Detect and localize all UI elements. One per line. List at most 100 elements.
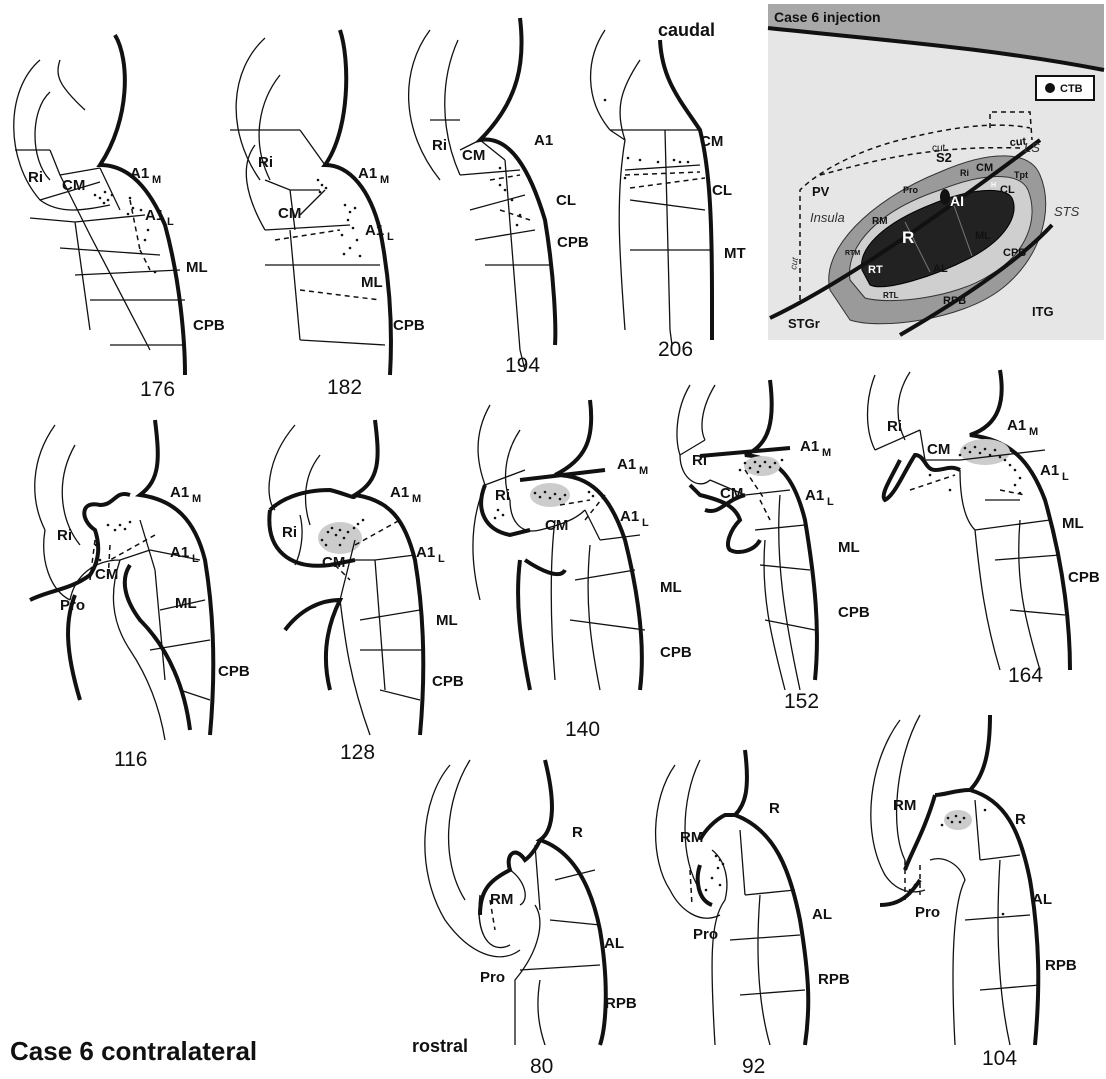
section-152: Ri CM A1 M A1 L ML CPB 152: [677, 380, 870, 713]
inset-cl: CL: [1000, 184, 1015, 196]
s182-cm: CM: [278, 205, 301, 222]
inset-insula: Insula: [810, 210, 845, 225]
s80-number: 80: [530, 1055, 553, 1078]
s140-a1m-sub: M: [639, 465, 648, 477]
s164-ri: Ri: [887, 418, 902, 435]
s128-cm: CM: [322, 554, 345, 571]
s116-cm: CM: [95, 566, 118, 583]
s140-a1l-sub: L: [642, 517, 649, 529]
s194-cl: CL: [556, 192, 576, 209]
s128-number: 128: [340, 741, 375, 764]
s80-rpb: RPB: [605, 995, 637, 1012]
s128-a1m: A1: [390, 484, 409, 501]
inset-rtl: RTL: [883, 291, 899, 300]
s164-a1l: A1: [1040, 462, 1059, 479]
s176-ri: Ri: [28, 169, 43, 186]
s140-cm: CM: [545, 517, 568, 534]
s140-number: 140: [565, 718, 600, 741]
inset-cm: CM: [976, 162, 993, 174]
s182-ml: ML: [361, 274, 383, 291]
s176-a1m: A1: [130, 165, 149, 182]
section-116: Ri CM Pro A1 M A1 L ML CPB 116: [30, 420, 250, 771]
inset-ls: LS: [1024, 140, 1040, 155]
s164-a1m: A1: [1007, 417, 1026, 434]
ctb-marker-icon: [1045, 83, 1055, 93]
s140-ri: Ri: [495, 487, 510, 504]
s176-a1l-sub: L: [167, 216, 174, 228]
s176-a1l: A1: [145, 207, 164, 224]
inset-pv: PV: [812, 184, 830, 199]
inset-rpb: RPB: [943, 295, 966, 307]
inset-ai: AI: [950, 193, 964, 209]
s182-cpb: CPB: [393, 317, 425, 334]
s140-a1m: A1: [617, 456, 636, 473]
s152-a1l: A1: [805, 487, 824, 504]
s92-number: 92: [742, 1055, 765, 1078]
s92-r: R: [769, 800, 780, 817]
s104-pro: Pro: [915, 904, 940, 921]
s182-a1m-sub: M: [380, 174, 389, 186]
inset-sts: STS: [1054, 204, 1080, 219]
s116-pro: Pro: [60, 597, 85, 614]
inset-rt: RT: [868, 264, 883, 276]
s104-rm: RM: [893, 797, 916, 814]
s116-a1l-sub: L: [192, 553, 199, 565]
s116-a1m-sub: M: [192, 493, 201, 505]
s92-pro: Pro: [693, 926, 718, 943]
section-140: Ri CM A1 M A1 L ML CPB 140: [473, 400, 692, 741]
s80-r: R: [572, 824, 583, 841]
s152-cpb: CPB: [838, 604, 870, 621]
injection-inset: Case 6 injection CTB cut cut LS S2 Ri CM…: [768, 4, 1104, 340]
s182-ri: Ri: [258, 154, 273, 171]
inset-tpt: Tpt: [1014, 170, 1028, 180]
s152-number: 152: [784, 690, 819, 713]
s164-a1m-sub: M: [1029, 426, 1038, 438]
s164-cpb: CPB: [1068, 569, 1100, 586]
s128-a1l: A1: [416, 544, 435, 561]
s176-cm: CM: [62, 177, 85, 194]
s206-cm: CM: [700, 133, 723, 150]
s206-mt: MT: [724, 245, 746, 262]
s104-r: R: [1015, 811, 1026, 828]
s140-cpb: CPB: [660, 644, 692, 661]
inset-cpb: CPB: [1003, 247, 1026, 259]
s128-ml: ML: [436, 612, 458, 629]
s80-al: AL: [604, 935, 624, 952]
s92-rpb: RPB: [818, 971, 850, 988]
section-176: Ri CM A1 M A1 L ML CPB 176: [14, 35, 225, 401]
s128-ri: Ri: [282, 524, 297, 541]
s176-cpb: CPB: [193, 317, 225, 334]
s152-cm: CM: [720, 485, 743, 502]
s128-cpb: CPB: [432, 673, 464, 690]
s152-a1l-sub: L: [827, 496, 834, 508]
s182-number: 182: [327, 376, 362, 399]
section-182: Ri CM A1 M A1 L ML CPB 182: [230, 30, 425, 399]
rostral-label: rostral: [412, 1036, 468, 1056]
s116-ri: Ri: [57, 527, 72, 544]
s92-al: AL: [812, 906, 832, 923]
section-128: Ri CM A1 M A1 L ML CPB 128: [269, 420, 464, 764]
caudal-label: caudal: [658, 20, 715, 40]
s140-a1l: A1: [620, 508, 639, 525]
s116-a1l: A1: [170, 544, 189, 561]
s152-ri: Ri: [692, 452, 707, 469]
section-206: CM CL MT 206: [591, 30, 746, 361]
s176-number: 176: [140, 378, 175, 401]
s104-rpb: RPB: [1045, 957, 1077, 974]
section-92: R RM Pro AL RPB 92: [656, 750, 850, 1078]
inset-rm: RM: [872, 216, 888, 227]
legend-label: CTB: [1060, 83, 1083, 95]
s194-number: 194: [505, 354, 540, 377]
s206-number: 206: [658, 338, 693, 361]
inset-pro: Pro: [903, 185, 919, 195]
s206-cl: CL: [712, 182, 732, 199]
inset-ri: Ri: [960, 168, 969, 178]
s176-a1m-sub: M: [152, 174, 161, 186]
inset-itg: ITG: [1032, 304, 1054, 319]
s164-cm: CM: [927, 441, 950, 458]
s194-cm: CM: [462, 147, 485, 164]
section-164: Ri CM A1 M A1 L ML CPB 164: [868, 370, 1100, 687]
inset-ml: ML: [975, 230, 991, 242]
s194-ri: Ri: [432, 137, 447, 154]
s116-cpb: CPB: [218, 663, 250, 680]
